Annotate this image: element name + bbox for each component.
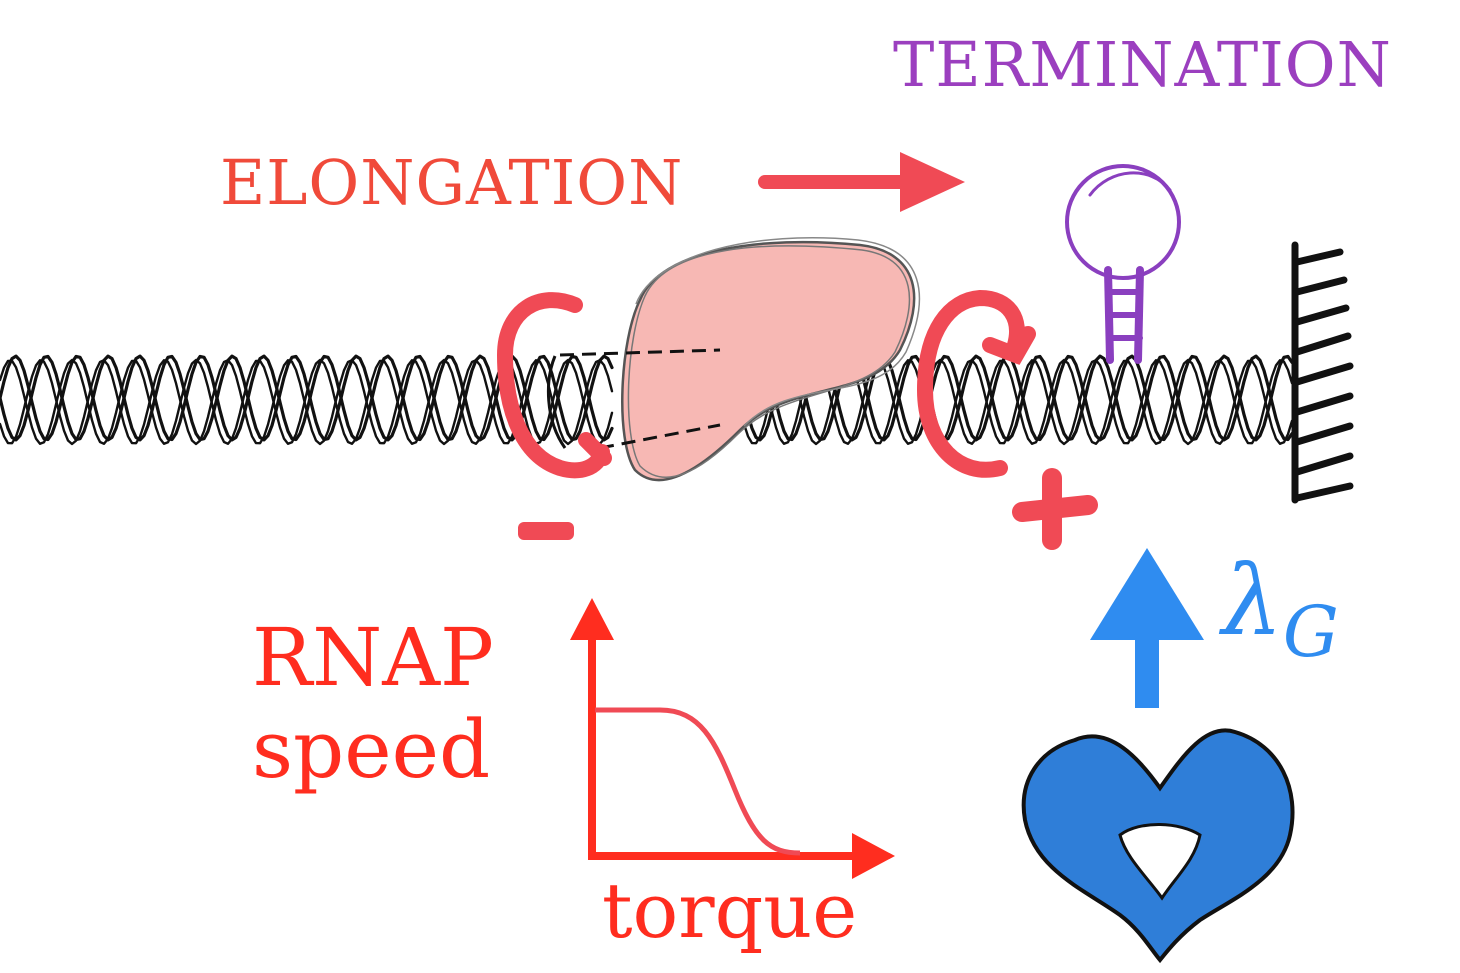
elongation-label: ELONGATION (220, 146, 684, 219)
rna-polymerase-icon (547, 237, 921, 482)
torque-label: torque (602, 866, 858, 955)
speed-torque-curve (595, 707, 801, 856)
gyrase-enzyme-icon (1021, 728, 1295, 964)
speed-axis-arrowhead-icon (570, 598, 614, 640)
lambda-subscript: G (1282, 591, 1339, 673)
minus-sign-icon (518, 522, 574, 540)
lambda-symbol: λ (1222, 545, 1283, 657)
plus-sign-icon (1012, 468, 1098, 550)
lambda-g-label: λG (1222, 545, 1339, 673)
terminator-hairpin-icon (1065, 164, 1181, 364)
speed-torque-plot (570, 598, 895, 879)
plus-sign-text: + (1040, 500, 1041, 501)
rnap-label-line2: speed (252, 703, 491, 796)
termination-label: TERMINATION (893, 28, 1392, 101)
negative-rotation-arrow-icon (496, 292, 612, 479)
rnap-label-line1: RNAP (252, 611, 494, 704)
gyrase-action-arrow-icon (1090, 548, 1204, 708)
wall-barrier-icon (1291, 241, 1354, 504)
positive-rotation-arrow-icon (916, 289, 1036, 478)
rnap-speed-label: RNAP speed (252, 612, 494, 796)
torque-axis-arrowhead-icon (852, 833, 895, 879)
elongation-arrow-icon (758, 152, 965, 212)
